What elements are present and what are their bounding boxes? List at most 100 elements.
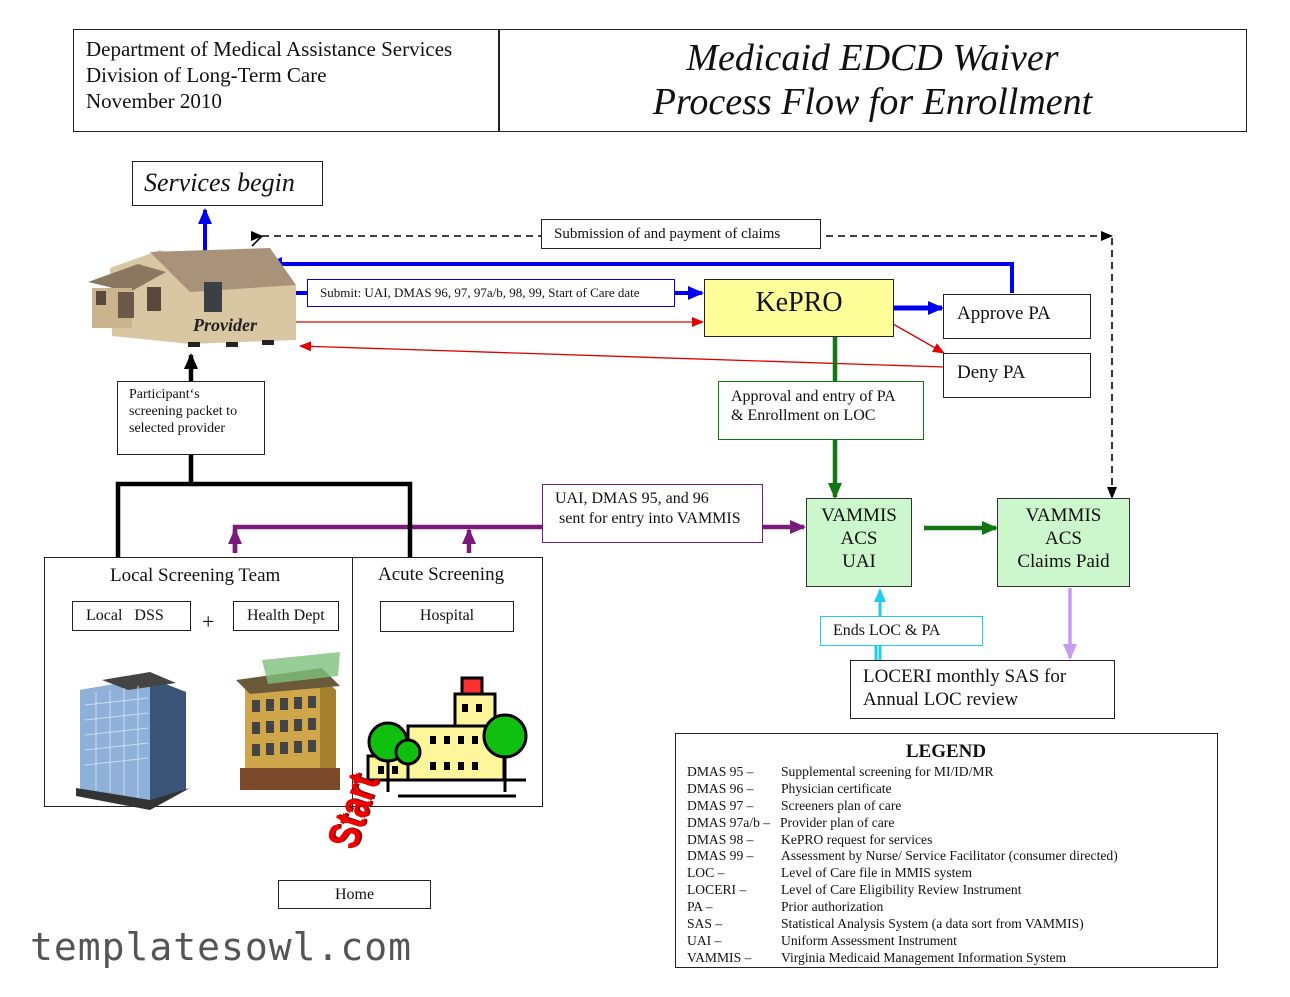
health-dept-label: Health Dept xyxy=(247,607,325,624)
header-date: November 2010 xyxy=(86,89,222,113)
header-frame xyxy=(73,29,1247,132)
legend-definition: Assessment by Nurse/ Service Facilitator… xyxy=(781,848,1118,864)
kepro-to-deny-red xyxy=(892,323,945,354)
home-box xyxy=(278,880,431,909)
legend-term: UAI – xyxy=(687,932,722,948)
deny-pa-label: Deny PA xyxy=(957,362,1026,383)
vammis-uai-line3: UAI xyxy=(842,551,876,572)
legend-term: LOCERI – xyxy=(687,882,747,898)
approval-entry-line2: & Enrollment on LOC xyxy=(731,407,876,424)
legend-definition: Statistical Analysis System (a data sort… xyxy=(781,916,1084,932)
legend-definition: KePRO request for services xyxy=(781,831,933,847)
submit-label: Submit: UAI, DMAS 96, 97, 97a/b, 98, 99,… xyxy=(320,285,640,300)
legend-item: DMAS 96 – Physician certificate xyxy=(687,781,1212,798)
division-name: Division of Long-Term Care xyxy=(86,63,327,87)
acute-screening-panel xyxy=(352,557,543,807)
vammis-uai-line1: VAMMIS xyxy=(821,505,897,526)
local-dss-label: Local DSS xyxy=(86,607,164,624)
ends-loc-box xyxy=(820,616,983,646)
health-dept-box xyxy=(233,601,339,631)
approve-pa-box xyxy=(943,294,1091,339)
local-screening-panel xyxy=(44,557,353,807)
loceri-box xyxy=(850,660,1115,719)
page-title-line1: Medicaid EDCD Waiver xyxy=(686,37,1059,79)
local-screening-title: Local Screening Team xyxy=(110,565,281,586)
header-divider xyxy=(498,29,500,132)
legend-list: DMAS 95 – Supplemental screening for MI/I… xyxy=(687,764,1212,967)
vammis-claims-line2: ACS xyxy=(1045,528,1082,549)
legend-definition: Screeners plan of care xyxy=(781,797,902,813)
deny-to-provider-red xyxy=(299,341,945,368)
screening-bracket xyxy=(115,481,413,557)
provider-label: Provider xyxy=(193,315,257,335)
acute-screening-title: Acute Screening xyxy=(378,564,505,585)
legend-title: LEGEND xyxy=(905,741,987,762)
legend-definition: Prior authorization xyxy=(781,899,884,915)
loceri-line1: LOCERI monthly SAS for xyxy=(863,666,1067,687)
legend-item: PA – Prior authorization xyxy=(687,899,1212,916)
legend-definition: Physician certificate xyxy=(781,780,892,796)
legend-term: DMAS 99 – xyxy=(687,848,754,864)
legend-item: DMAS 97 – Screeners plan of care xyxy=(687,798,1212,815)
plus-sign: + xyxy=(202,609,215,634)
deny-pa-box xyxy=(943,353,1091,398)
vammis-claims-line3: Claims Paid xyxy=(1017,551,1110,572)
legend-item: DMAS 98 – KePRO request for services xyxy=(687,832,1212,849)
legend-term: LOC – xyxy=(687,865,725,881)
legend-term: DMAS 97a/b – xyxy=(687,814,771,830)
hospital-label: Hospital xyxy=(419,607,475,624)
ends-loc-label: Ends LOC & PA xyxy=(833,622,941,639)
legend-term: DMAS 96 – xyxy=(687,780,754,796)
approve-pa-label: Approve PA xyxy=(957,303,1051,324)
legend-definition: Level of Care Eligibility Review Instrum… xyxy=(781,882,1022,898)
kepro-label: KePRO xyxy=(755,287,843,318)
vammis-uai-line2: ACS xyxy=(840,528,878,549)
approval-entry-box xyxy=(718,381,924,440)
participant-packet-box xyxy=(117,381,265,455)
legend-item: DMAS 99 – Assessment by Nurse/ Service Fa… xyxy=(687,848,1212,865)
participant-line1: Participant‘s xyxy=(129,387,200,402)
local-dss-box xyxy=(72,601,191,631)
legend-item: LOCERI – Level of Care Eligibility Review… xyxy=(687,882,1212,899)
participant-line3: selected provider xyxy=(129,421,226,436)
hospital-box xyxy=(380,601,514,632)
legend-definition: Virginia Medicaid Management Information… xyxy=(781,949,1067,965)
kepro-box xyxy=(704,279,894,337)
home-label: Home xyxy=(334,886,375,903)
legend-item: UAI – Uniform Assessment Instrument xyxy=(687,933,1212,950)
legend-definition: Provider plan of care xyxy=(780,814,895,830)
legend-term: DMAS 97 – xyxy=(687,797,754,813)
services-begin-box xyxy=(132,161,323,206)
approval-entry-line1: Approval and entry of PA xyxy=(731,388,896,405)
legend-definition: Supplemental screening for MI/ID/MR xyxy=(781,764,994,779)
legend-definition: Level of Care file in MMIS system xyxy=(781,865,973,881)
uai-sent-line1: UAI, DMAS 95, and 96 xyxy=(555,490,709,507)
legend-term: DMAS 98 – xyxy=(687,831,754,847)
vammis-claims-line1: VAMMIS xyxy=(1025,505,1102,526)
uai-sent-box xyxy=(542,484,763,543)
services-begin-label: Services begin xyxy=(144,168,295,197)
legend-item: SAS – Statistical Analysis System (a data… xyxy=(687,916,1212,933)
legend-term: DMAS 95 – xyxy=(687,764,754,779)
legend-term: PA – xyxy=(687,899,713,915)
vammis-claims-box xyxy=(997,498,1130,587)
approve-to-provider-arrow xyxy=(266,257,1014,293)
legend-item: DMAS 97a/b – Provider plan of care xyxy=(687,815,1212,832)
uai-sent-line2: sent for entry into VAMMIS xyxy=(559,510,741,527)
legend-item: LOC – Level of Care file in MMIS system xyxy=(687,865,1212,882)
legend-definition: Uniform Assessment Instrument xyxy=(781,932,957,948)
legend-item: DMAS 95 – Supplemental screening for MI/I… xyxy=(687,764,1212,781)
vammis-uai-box xyxy=(806,498,912,587)
loceri-line2: Annual LOC review xyxy=(863,689,1019,710)
legend-term: SAS – xyxy=(687,916,723,932)
dept-name: Department of Medical Assistance Service… xyxy=(86,37,453,61)
participant-line2: screening packet to xyxy=(129,404,238,419)
legend-term: VAMMIS – xyxy=(687,949,752,965)
legend-box: LEGEND DMAS 95 – Supplemental screening f… xyxy=(675,733,1218,968)
legend-item: VAMMIS – Virginia Medicaid Management Inf… xyxy=(687,950,1212,967)
page-title-line2: Process Flow for Enrollment xyxy=(652,81,1093,123)
submit-label-box xyxy=(307,279,675,307)
watermark: templatesowl.com xyxy=(30,925,413,969)
claims-label: Submission of and payment of claims xyxy=(554,226,781,242)
